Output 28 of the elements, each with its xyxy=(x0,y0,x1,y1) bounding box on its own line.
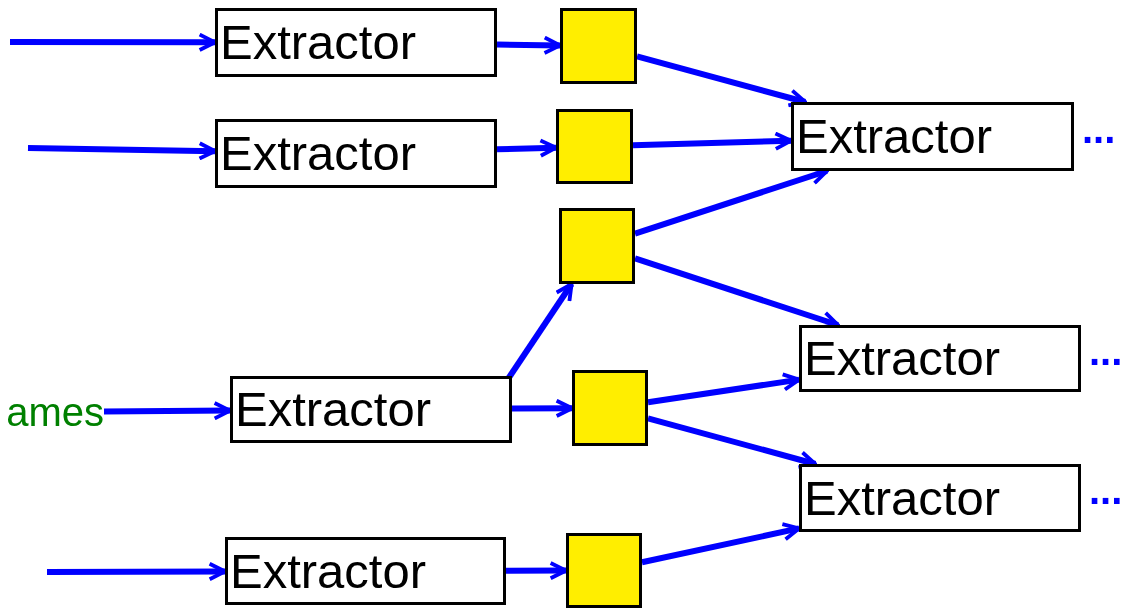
arrow xyxy=(47,561,227,582)
square-block xyxy=(560,8,637,84)
square-block xyxy=(572,370,648,446)
arrow xyxy=(496,138,558,158)
process-box: Extractor xyxy=(230,376,512,443)
arrow xyxy=(103,401,232,421)
arrow xyxy=(506,561,568,581)
process-box: Extractor xyxy=(799,325,1081,392)
square-block xyxy=(566,533,642,608)
process-box: Extractor xyxy=(225,537,506,605)
arrow xyxy=(641,522,801,566)
ellipsis-text: ... xyxy=(1082,108,1116,149)
text-label: ames xyxy=(0,392,104,432)
arrow xyxy=(511,398,574,418)
process-box: Extractor xyxy=(215,119,497,188)
arrow xyxy=(27,141,217,161)
square-block xyxy=(556,109,633,184)
process-box: Extractor xyxy=(215,8,497,77)
ellipsis-text: ... xyxy=(1089,470,1123,510)
process-box: Extractor xyxy=(799,464,1081,532)
process-box: Extractor xyxy=(791,102,1074,171)
arrow xyxy=(636,53,808,108)
ellipsis-text: ... xyxy=(1089,330,1123,371)
square-block xyxy=(559,208,635,284)
arrow xyxy=(10,32,217,52)
arrow xyxy=(647,372,801,406)
arrow xyxy=(632,131,793,151)
arrow xyxy=(496,35,562,55)
